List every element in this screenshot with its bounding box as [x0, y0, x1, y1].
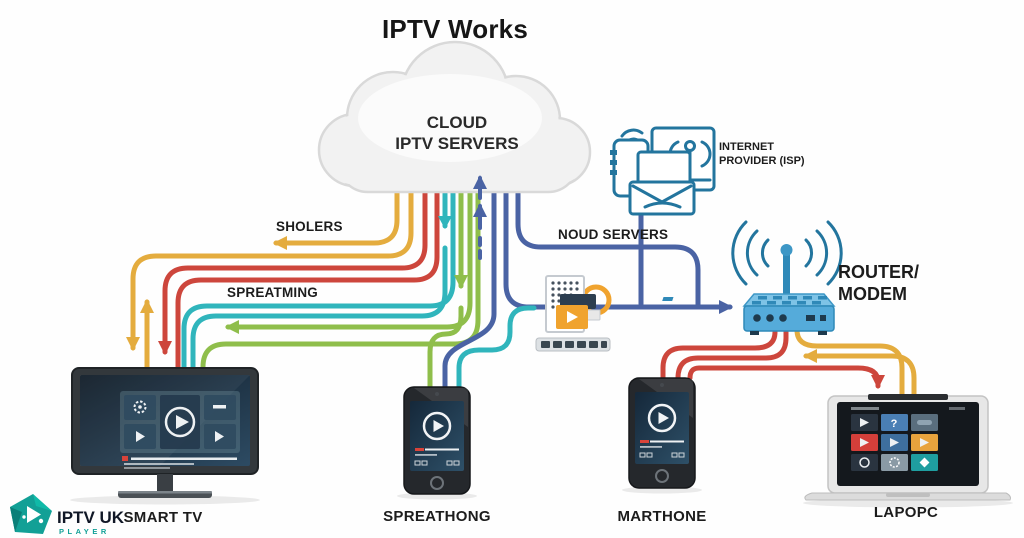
tv-play-icon-small-right: [215, 431, 224, 442]
iptv-uk-player-logo: IPTV UK PLAYER: [10, 494, 125, 536]
logo-sub-brand-text: PLAYER: [59, 527, 110, 536]
flow-yellow-laptop-upstream-arrow: [803, 349, 917, 397]
flow-teal-phone-to-encoder: [456, 305, 537, 391]
tv-app-tiles: [124, 395, 236, 449]
logo-play-shield-icon: [10, 494, 52, 534]
router-modem-icon: ROUTER/ MODEM: [662, 220, 919, 335]
phone-right-play-icon: [647, 403, 677, 433]
laptop-device: ? LAPOPC: [803, 394, 1013, 521]
flow-green-spreatming-arrow: [225, 167, 473, 334]
stream-lines-left: [126, 167, 481, 391]
flow-red-router-phone-right-2: [675, 319, 789, 381]
flow-green-to-tv: [200, 167, 481, 375]
svg-text:?: ?: [891, 418, 898, 430]
isp-label-line2: PROVIDER (ISP): [719, 155, 805, 167]
phone-left-play-icon: [422, 411, 452, 441]
phone-right-label: MARTHONE: [617, 508, 706, 525]
router-label-line1: ROUTER/: [838, 262, 919, 282]
phone-left-device: [397, 386, 477, 500]
internet-provider-icon: INTERNET PROVIDER (ISP): [610, 126, 805, 216]
flow-blue-noud-servers: [515, 167, 701, 308]
flow-red-phone-right-laptop-arrow: [687, 365, 885, 389]
cloud-label-line2: IPTV SERVERS: [395, 134, 518, 153]
cloud-iptv-servers: CLOUD IPTV SERVERS: [317, 40, 592, 194]
tv-play-circle-icon: [164, 406, 196, 438]
flow-blue-to-phone-left: [442, 167, 497, 391]
smart-tv-device: SMART TV: [70, 367, 260, 526]
phone-left-label: SPREATHONG: [383, 508, 491, 525]
tv-menu-icon: [213, 405, 226, 409]
isp-mail-icon: [628, 180, 696, 216]
flow-yellow-to-tv: [126, 167, 414, 351]
media-encoder-icon: [535, 275, 612, 352]
tv-play-icon-small-left: [136, 431, 145, 442]
smart-tv-label: SMART TV: [123, 509, 202, 526]
cloud-label-line1: CLOUD: [427, 113, 487, 132]
phone-right-device: [622, 377, 702, 494]
flow-red-router-phone-right-1: [660, 319, 778, 381]
flow-red-to-tv: [175, 167, 440, 373]
tv-gear-icon: [133, 400, 147, 414]
flow-teal-to-tv-outer: [181, 167, 456, 373]
laptop-app-tiles: ?: [851, 407, 965, 471]
logo-brand-text: IPTV UK: [57, 508, 125, 527]
page-title: IPTV Works: [382, 14, 528, 44]
spreatming-label: SPREATMING: [227, 285, 318, 300]
flow-yellow-sholers-arrow: [273, 167, 400, 250]
stream-lines-right: [442, 167, 733, 391]
router-device-lines: [660, 319, 917, 397]
router-label-line2: MODEM: [838, 284, 907, 304]
isp-label-line1: INTERNET: [719, 141, 774, 153]
sholers-label: SHOLERS: [276, 219, 343, 234]
flow-red-to-tv-arrow: [158, 167, 428, 355]
noud-servers-label: NOUD SERVERS: [558, 227, 668, 242]
laptop-label: LAPOPC: [874, 504, 938, 521]
